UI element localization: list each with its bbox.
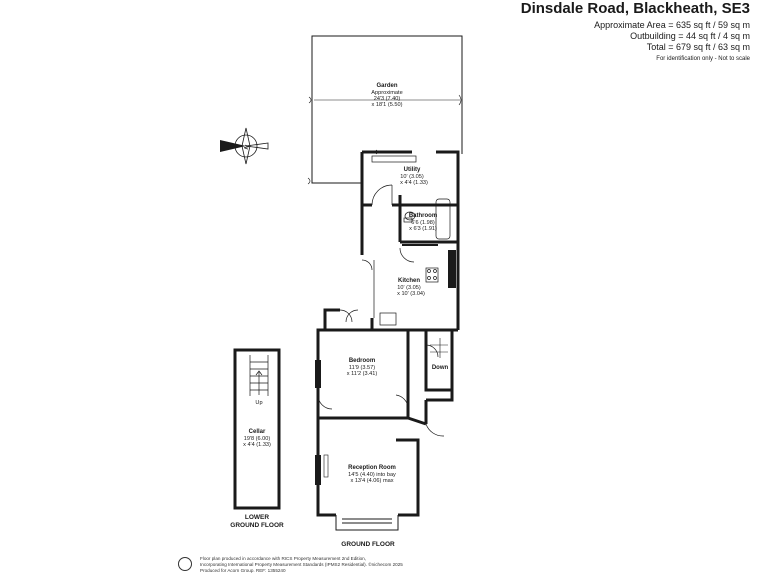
stairs-down-label: Down <box>432 365 449 371</box>
svg-text:Bathroom: Bathroom <box>409 213 437 219</box>
footer-line-2: Incorporating International Property Mea… <box>200 561 403 567</box>
reception-chimney <box>315 455 321 485</box>
outbuilding-area: Outbuilding = 44 sq ft / 4 sq m <box>630 31 750 41</box>
bay-window <box>335 515 399 531</box>
svg-text:Approximate: Approximate <box>371 90 402 96</box>
footer-line-1: Floor plan produced in accordance with R… <box>200 556 366 561</box>
cellar-walls <box>233 348 281 510</box>
bedroom-label: Bedroom 11'9 (3.57) x 11'2 (3.41) <box>347 358 378 377</box>
rics-seal-icon <box>178 557 192 571</box>
total-area: Total = 679 sq ft / 63 sq m <box>646 42 750 52</box>
svg-text:24'3 (7.40): 24'3 (7.40) <box>374 96 401 102</box>
svg-text:x 13'4 (4.06) max: x 13'4 (4.06) max <box>350 478 393 484</box>
down-staircase <box>430 338 448 358</box>
bathtub <box>435 198 451 240</box>
svg-text:x 18'1 (5.50): x 18'1 (5.50) <box>372 102 403 108</box>
sink-icon <box>379 312 397 326</box>
footer: Floor plan produced in accordance with R… <box>200 556 403 573</box>
svg-text:11'9 (3.57): 11'9 (3.57) <box>349 365 375 371</box>
garden-label: Garden Approximate 24'3 (7.40) x 18'1 (5… <box>371 83 402 108</box>
approximate-area: Approximate Area = 635 sq ft / 59 sq m <box>594 20 750 30</box>
garden-outline <box>311 35 463 184</box>
ground-floor-label: GROUND FLOOR <box>341 541 395 548</box>
lower-floor-label-2: GROUND FLOOR <box>230 522 284 529</box>
svg-text:10' (3.05): 10' (3.05) <box>397 285 421 291</box>
svg-text:Reception Room: Reception Room <box>348 465 396 471</box>
bedroom-chimney <box>315 360 321 388</box>
bathroom-label: Bathroom 6'6 (1.98) x 6'3 (1.91) <box>409 213 437 232</box>
svg-text:x 10' (3.04): x 10' (3.04) <box>397 291 425 297</box>
footer-line-3: Produced for Acorn Group. REF: 1355240 <box>200 567 286 573</box>
svg-text:x 11'2 (3.41): x 11'2 (3.41) <box>347 371 378 377</box>
compass-letter: N <box>244 144 251 150</box>
hob-icon <box>425 267 439 283</box>
fireplace-hearth <box>323 454 329 478</box>
ground-floor-walls <box>316 150 460 517</box>
fixtures <box>371 155 451 326</box>
svg-text:x 4'4 (1.33): x 4'4 (1.33) <box>243 442 271 448</box>
kitchen-unit <box>448 250 456 288</box>
toilet-icon <box>404 211 416 221</box>
basin-icon <box>403 217 413 223</box>
cellar-stairs <box>249 355 269 396</box>
kitchen-label: Kitchen 10' (3.05) x 10' (3.04) <box>397 278 425 297</box>
svg-text:6'6 (1.98): 6'6 (1.98) <box>411 220 435 226</box>
reception-label: Reception Room 14'5 (4.40) into bay x 13… <box>348 465 396 484</box>
svg-text:10' (3.05): 10' (3.05) <box>400 174 424 180</box>
cellar-label: Cellar 19'8 (6.00) x 4'4 (1.33) <box>243 429 271 448</box>
svg-text:19'8 (6.00): 19'8 (6.00) <box>244 436 271 442</box>
svg-text:Bedroom: Bedroom <box>349 358 375 364</box>
page-title: Dinsdale Road, Blackheath, SE3 <box>520 0 750 17</box>
garden-dimension-marks <box>307 94 462 185</box>
svg-text:14'5 (4.40) into bay: 14'5 (4.40) into bay <box>348 472 396 478</box>
svg-text:Garden: Garden <box>376 83 397 89</box>
svg-text:Cellar: Cellar <box>249 429 266 435</box>
svg-text:Utility: Utility <box>404 167 421 173</box>
svg-text:x 6'3 (1.91): x 6'3 (1.91) <box>409 226 437 232</box>
header: Dinsdale Road, Blackheath, SE3 Approxima… <box>521 0 750 65</box>
svg-text:Kitchen: Kitchen <box>398 278 420 284</box>
stairs-up-label: Up <box>255 400 262 406</box>
utility-label: Utility 10' (3.05) x 4'4 (1.33) <box>400 167 428 186</box>
utility-worktop <box>371 155 417 163</box>
doors <box>317 184 445 437</box>
compass-icon: N <box>220 127 269 165</box>
svg-text:x 4'4 (1.33): x 4'4 (1.33) <box>400 180 428 186</box>
scale-note: For identification only - Not to scale <box>656 56 750 62</box>
lower-floor-label-1: LOWER <box>245 514 269 521</box>
